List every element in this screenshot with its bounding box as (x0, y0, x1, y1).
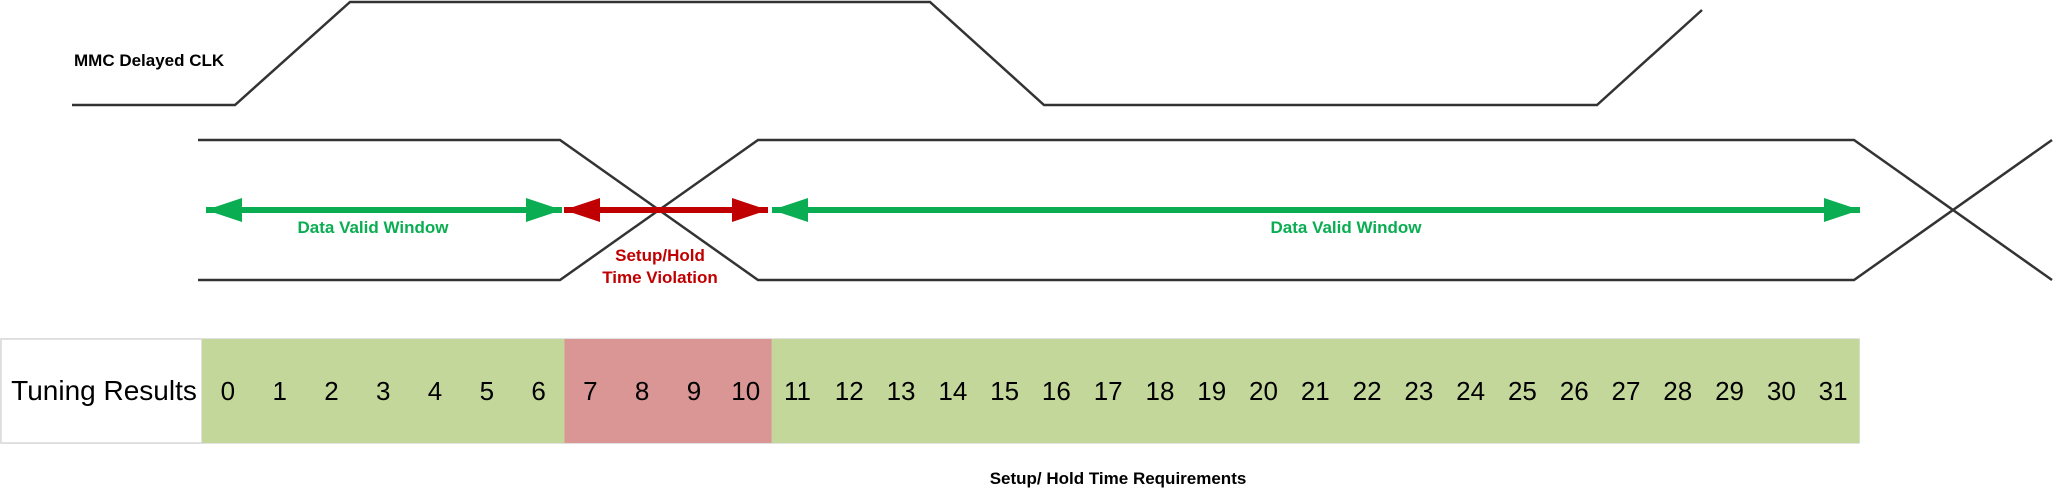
data-valid-arrow-2 (772, 198, 1860, 222)
tuning-cell-pass (926, 339, 980, 443)
tuning-cell-pass (1444, 339, 1498, 443)
tuning-step-label: 28 (1663, 376, 1692, 406)
tuning-cell-pass (460, 339, 514, 443)
clock-label: MMC Delayed CLK (74, 51, 225, 70)
tuning-step-label: 10 (731, 376, 760, 406)
tuning-cell-pass (1134, 339, 1187, 443)
tuning-step-label: 13 (887, 376, 916, 406)
tuning-step-label: 22 (1353, 376, 1382, 406)
tuning-cell-pass (1392, 339, 1446, 443)
tuning-step-label: 30 (1767, 376, 1796, 406)
tuning-step-label: 19 (1197, 376, 1226, 406)
tuning-step-label: 14 (938, 376, 967, 406)
tuning-cell-pass (1030, 339, 1083, 443)
tuning-step-label: 18 (1145, 376, 1174, 406)
tuning-step-label: 20 (1249, 376, 1278, 406)
tuning-step-label: 9 (687, 376, 701, 406)
tuning-cell-pass (978, 339, 1032, 443)
tuning-cell-pass (1755, 339, 1808, 443)
tuning-step-label: 15 (990, 376, 1019, 406)
tuning-cell-pass (357, 339, 410, 443)
tuning-step-label: 23 (1404, 376, 1433, 406)
tuning-cell-pass (1082, 339, 1135, 443)
violation-label-line1: Setup/Hold (615, 246, 705, 265)
tuning-cell-pass (253, 339, 307, 443)
tuning-step-label: 31 (1819, 376, 1848, 406)
tuning-cell-pass (1237, 339, 1291, 443)
tuning-cell-pass (409, 339, 462, 443)
tuning-cell-pass (1600, 339, 1653, 443)
data-valid-window-label-2: Data Valid Window (1271, 218, 1423, 237)
tuning-cell-pass (823, 339, 876, 443)
data-valid-arrow-1 (206, 198, 562, 222)
tuning-cell-pass (512, 339, 566, 443)
diagram-caption: Setup/ Hold Time Requirements (990, 469, 1247, 488)
violation-arrow (564, 198, 768, 222)
data-valid-window-label-1: Data Valid Window (298, 218, 450, 237)
tuning-cell-pass (771, 339, 824, 443)
tuning-step-label: 26 (1560, 376, 1589, 406)
tuning-step-label: 8 (635, 376, 649, 406)
tuning-cell-pass (1703, 339, 1757, 443)
tuning-cell-pass (305, 339, 358, 443)
tuning-step-label: 21 (1301, 376, 1330, 406)
data-waveform (198, 138, 2053, 282)
tuning-cell-fail (616, 339, 669, 443)
tuning-cell-pass (1185, 339, 1239, 443)
tuning-cell-fail (564, 339, 617, 443)
violation-label-line2: Time Violation (602, 268, 718, 287)
tuning-step-label: 5 (480, 376, 494, 406)
tuning-cell-pass (1651, 339, 1705, 443)
tuning-step-label: 0 (221, 376, 235, 406)
tuning-step-label: 4 (428, 376, 442, 406)
tuning-step-label: 17 (1094, 376, 1123, 406)
tuning-cell-pass (202, 339, 255, 443)
tuning-results-title: Tuning Results (11, 375, 197, 406)
tuning-cell-pass (1807, 339, 1860, 443)
tuning-cell-pass (1548, 339, 1601, 443)
tuning-cell-pass (1289, 339, 1342, 443)
tuning-step-label: 2 (324, 376, 338, 406)
tuning-cell-fail (719, 339, 773, 443)
tuning-step-label: 16 (1042, 376, 1071, 406)
tuning-cell-pass (1496, 339, 1549, 443)
tuning-step-label: 25 (1508, 376, 1537, 406)
clock-waveform (72, 0, 1703, 107)
tuning-step-label: 29 (1715, 376, 1744, 406)
tuning-step-label: 27 (1612, 376, 1641, 406)
tuning-cell-pass (1341, 339, 1394, 443)
tuning-cell-pass (875, 339, 928, 443)
tuning-step-label: 24 (1456, 376, 1485, 406)
tuning-step-label: 3 (376, 376, 390, 406)
tuning-step-label: 11 (784, 376, 811, 406)
tuning-step-label: 7 (583, 376, 597, 406)
tuning-cell-fail (668, 339, 721, 443)
tuning-step-label: 12 (835, 376, 864, 406)
tuning-step-label: 1 (272, 376, 286, 406)
tuning-step-label: 6 (531, 376, 545, 406)
